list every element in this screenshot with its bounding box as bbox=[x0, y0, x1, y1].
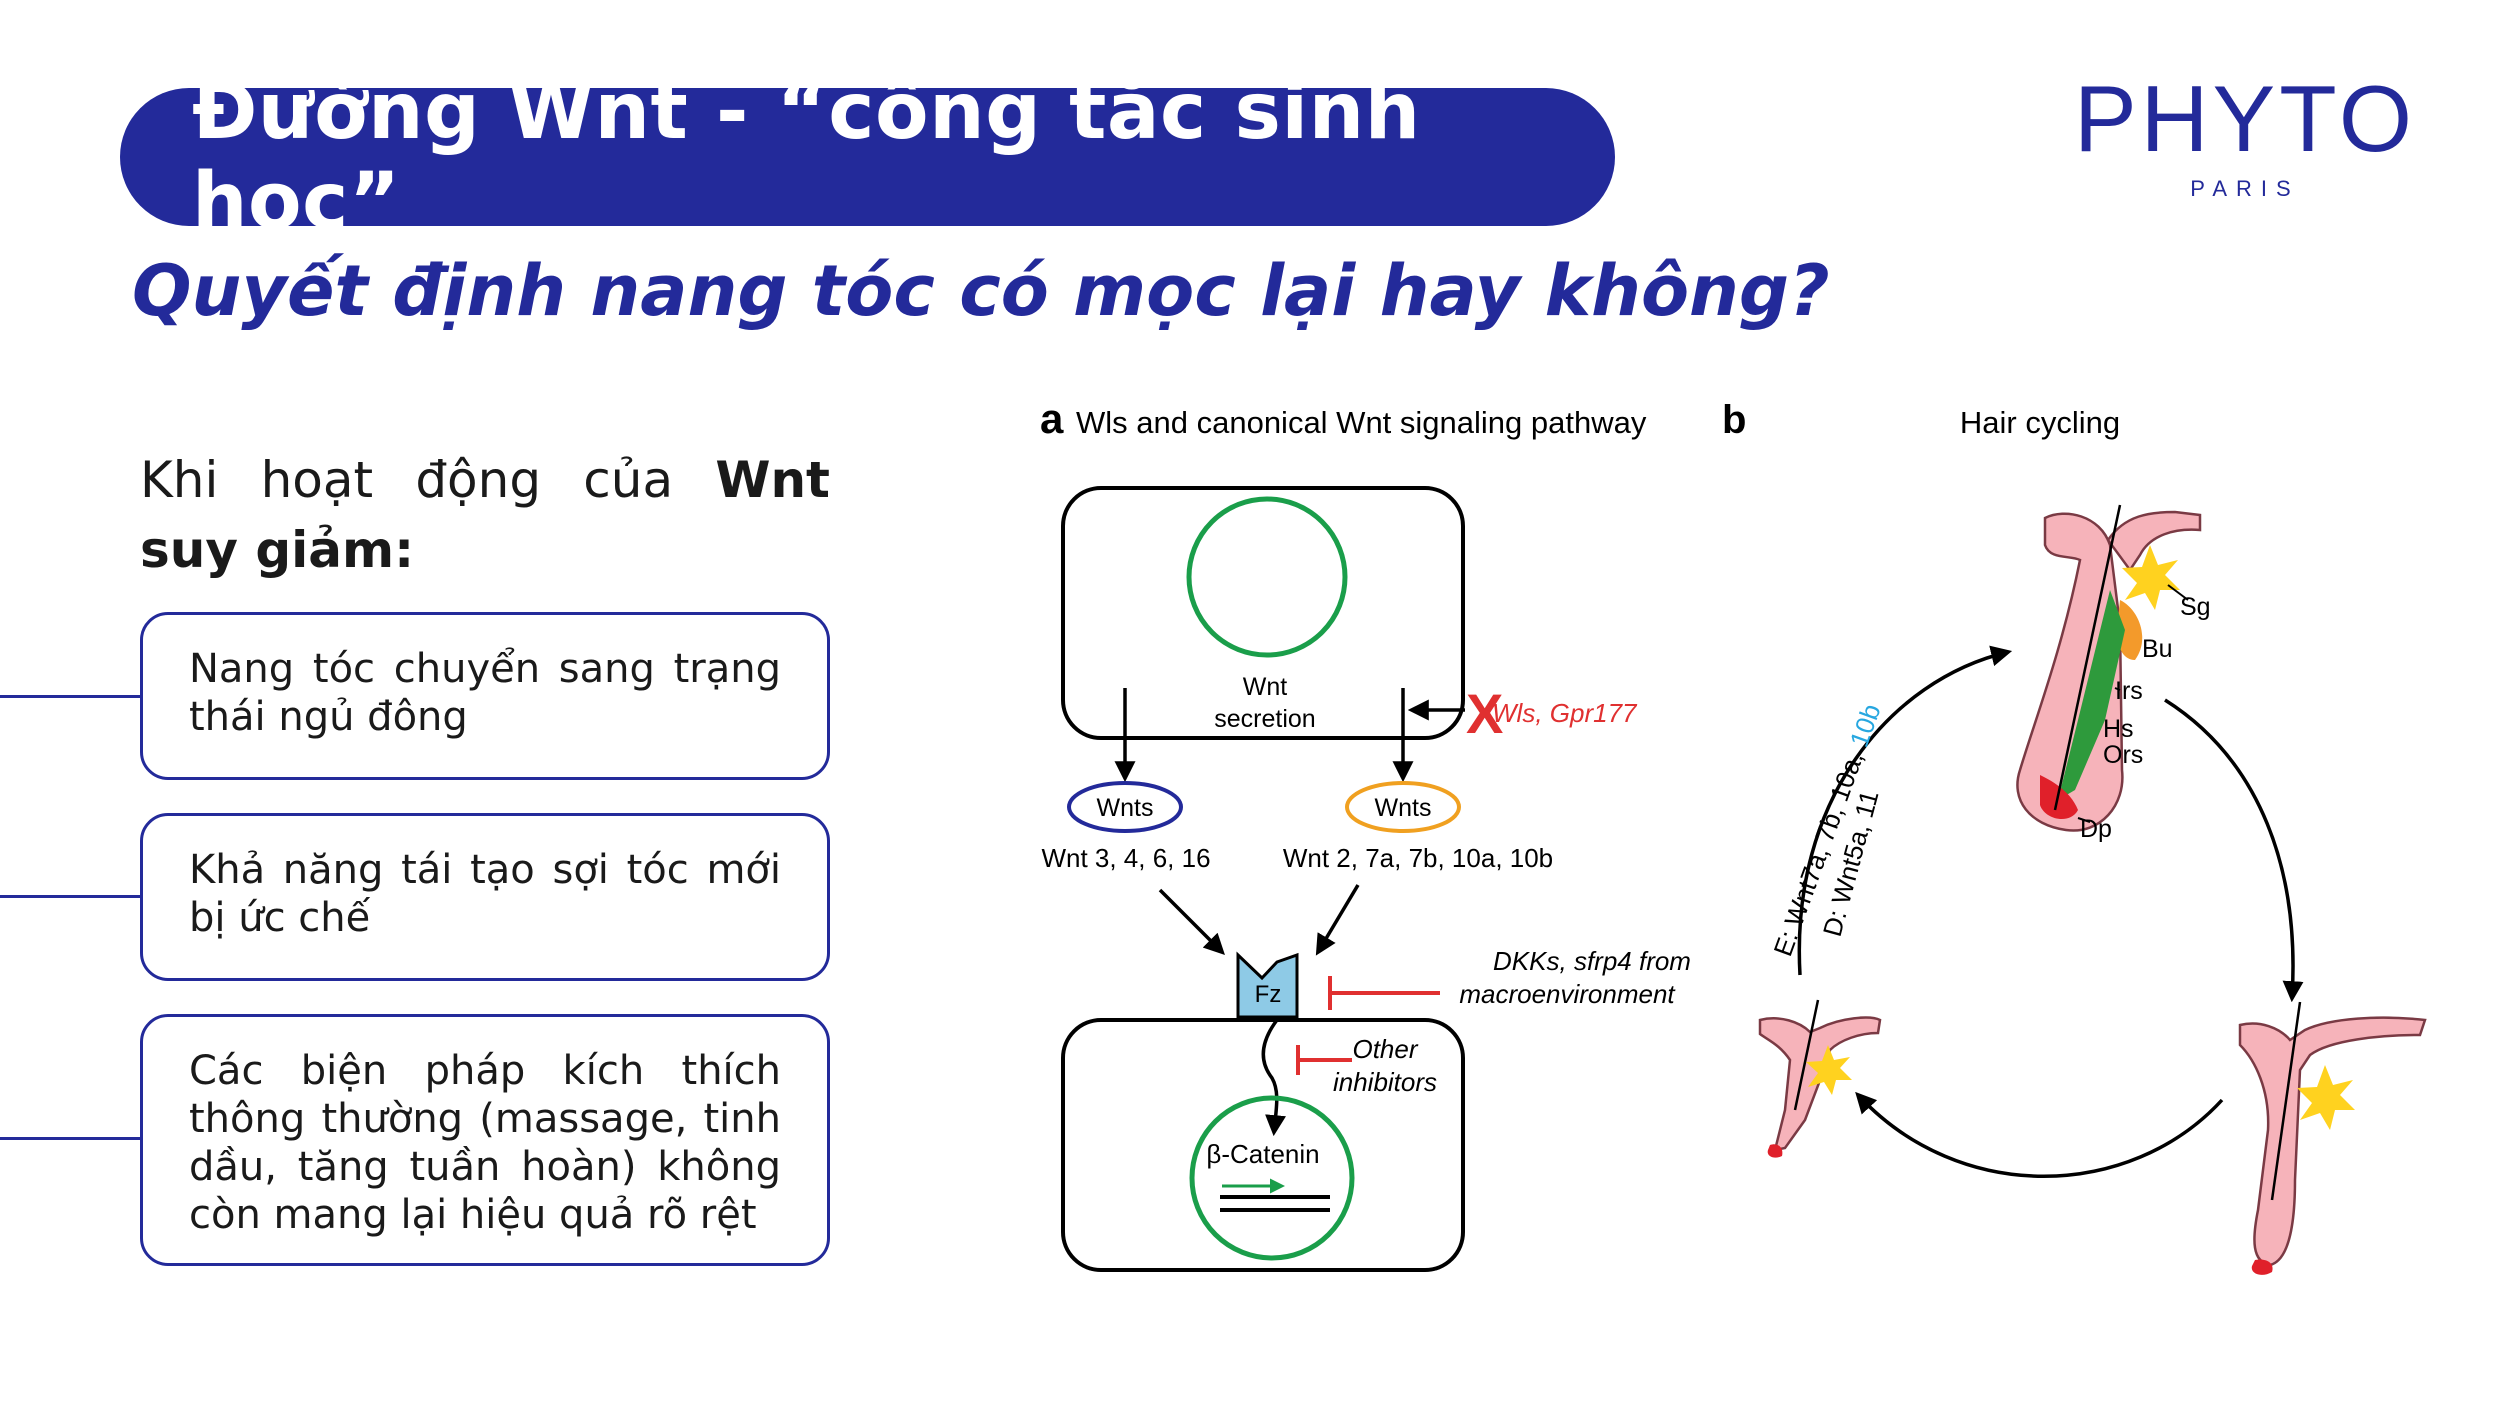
effect-card: Nang tóc chuyển sang trạng thái ngủ đông bbox=[140, 612, 830, 780]
panel-b-heading: b Hair cycling bbox=[1722, 398, 2120, 442]
inner-root-sheath bbox=[2058, 590, 2125, 800]
phyto-logo: PHYTO PARIS bbox=[2060, 72, 2430, 202]
intro-word: Khi bbox=[140, 451, 219, 509]
frizzled-receptor bbox=[1236, 951, 1299, 1019]
wnts-group-right bbox=[1345, 781, 1461, 833]
card-connector-line bbox=[0, 1137, 142, 1140]
panel-a-heading: a Wls and canonical Wnt signaling pathwa… bbox=[1040, 395, 1647, 442]
bulge-region bbox=[2117, 600, 2143, 660]
hair-shaft bbox=[2053, 504, 2122, 811]
dkk-label: macroenvironment bbox=[1459, 979, 1676, 1009]
card-text: Khả năng tái tạo sợi tóc mới bị ức chế bbox=[189, 847, 781, 941]
card-connector-line bbox=[0, 895, 142, 898]
arc-e-highlight: 10b bbox=[1844, 700, 1887, 751]
telogen-follicle bbox=[1758, 999, 1882, 1158]
fz-label: Fz bbox=[1255, 981, 1282, 1008]
catagen-star bbox=[2297, 1065, 2355, 1130]
irs-label: Irs bbox=[2115, 677, 2143, 705]
panel-b-title: Hair cycling bbox=[1960, 405, 2120, 440]
page-title: Đường Wnt - “công tắc sinh học” bbox=[192, 67, 1421, 247]
wls-gpr177-label: Wls, Gpr177 bbox=[1492, 698, 1638, 728]
catagen-papilla bbox=[2251, 1259, 2273, 1275]
anagen-star bbox=[2122, 545, 2180, 610]
intro-wnt: Wnt bbox=[715, 451, 830, 509]
telogen-hair-shaft bbox=[1793, 999, 1820, 1111]
catagen-follicle-body bbox=[2238, 1016, 2427, 1267]
telogen-to-anagen-arrow bbox=[1797, 645, 2013, 976]
target-nucleus bbox=[1189, 1095, 1355, 1261]
intro-text: Khi hoạt động của Wnt suy giảm: bbox=[140, 445, 830, 585]
wnt-to-fz-arrow-left bbox=[1158, 888, 1225, 955]
intro-word: của bbox=[583, 451, 674, 509]
card-text: Các biện pháp kích thích thông thường (m… bbox=[189, 1048, 781, 1238]
wnt-secretion-label: secretion bbox=[1214, 705, 1315, 733]
catagen-follicle bbox=[2238, 1001, 2427, 1275]
dkk-label: DKKs, sfrp4 from bbox=[1493, 946, 1691, 976]
catagen-hair-shaft bbox=[2270, 1001, 2302, 1201]
telogen-star bbox=[1806, 1045, 1852, 1095]
wnts-left-list: Wnt 3, 4, 6, 16 bbox=[1041, 843, 1210, 873]
hs-label: Hs bbox=[2103, 715, 2134, 743]
dp-pointer bbox=[2077, 817, 2091, 823]
dp-label: Dp bbox=[2080, 815, 2112, 843]
cell-nucleus bbox=[1186, 496, 1348, 658]
page-subtitle: Quyết định nang tóc có mọc lại hay không… bbox=[132, 250, 1830, 332]
wnt-to-fz-arrow-right bbox=[1315, 884, 1360, 956]
beta-catenin-label: β-Catenin bbox=[1206, 1139, 1319, 1169]
other-inhibitors-label: Other bbox=[1352, 1034, 1418, 1064]
wnts-left-label: Wnts bbox=[1097, 794, 1154, 822]
intro-decline: suy giảm: bbox=[140, 521, 415, 579]
logo-brand: PHYTO bbox=[2073, 66, 2417, 171]
effect-card: Các biện pháp kích thích thông thường (m… bbox=[140, 1014, 830, 1266]
panel-a-title: Wls and canonical Wnt signaling pathway bbox=[1076, 405, 1647, 440]
other-inhibitors-label: inhibitors bbox=[1333, 1067, 1437, 1097]
card-connector-line bbox=[0, 695, 142, 698]
block-x-mark: X bbox=[1466, 682, 1503, 745]
wnts-right-label: Wnts bbox=[1375, 794, 1432, 822]
panel-a-letter: a bbox=[1040, 395, 1064, 442]
signal-arrow bbox=[1261, 1018, 1286, 1137]
wnt-secretion-label: Wnt bbox=[1243, 673, 1288, 701]
wnts-group-left bbox=[1067, 781, 1183, 833]
logo-city: PARIS bbox=[2190, 176, 2300, 201]
card-text: Nang tóc chuyển sang trạng thái ngủ đông bbox=[189, 646, 781, 740]
bu-label: Bu bbox=[2142, 635, 2173, 663]
sg-pointer bbox=[2167, 584, 2189, 601]
irs-pointer bbox=[2114, 687, 2121, 691]
panel-b-letter: b bbox=[1722, 398, 1746, 442]
anagen-follicle-body bbox=[2016, 512, 2124, 832]
intro-word: hoạt bbox=[260, 451, 374, 509]
telogen-papilla bbox=[1767, 1144, 1783, 1158]
anagen-to-catagen-arrow bbox=[2164, 698, 2304, 1003]
ors-label: Ors bbox=[2103, 741, 2143, 769]
telogen-follicle-body bbox=[1758, 1016, 1882, 1152]
receiving-cell bbox=[1061, 1018, 1465, 1272]
anagen-epidermis bbox=[2106, 510, 2202, 573]
anagen-follicle: Sg Bu Irs Hs Ors Dp bbox=[2016, 504, 2211, 843]
sg-label: Sg bbox=[2180, 593, 2211, 621]
wnts-right-list: Wnt 2, 7a, 7b, 10a, 10b bbox=[1283, 843, 1553, 873]
intro-word: động bbox=[415, 451, 542, 509]
secreting-cell bbox=[1061, 486, 1465, 740]
title-banner: Đường Wnt - “công tắc sinh học” bbox=[120, 67, 1615, 247]
effect-card: Khả năng tái tạo sợi tóc mới bị ức chế bbox=[140, 813, 830, 981]
catagen-to-telogen-arrow bbox=[1855, 1091, 2224, 1178]
